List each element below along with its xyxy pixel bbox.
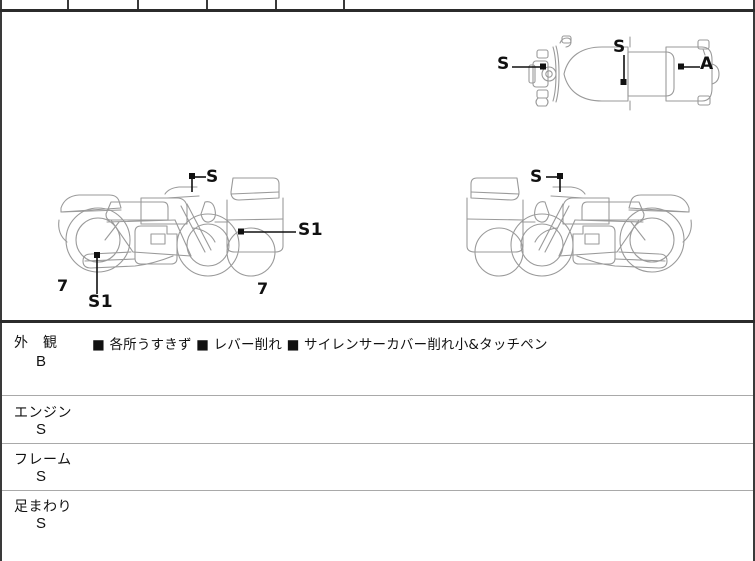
header-divider (0, 0, 2, 10)
grade-value-frame: S (36, 468, 47, 485)
condition-row-frame: フレーム S (0, 443, 755, 490)
row-left-border (0, 443, 2, 490)
grade-value-engine: S (36, 421, 47, 438)
callout-left-S: S (206, 167, 219, 187)
callout-leader-left-S1-silencer (94, 252, 100, 294)
grade-value-exterior: B (36, 353, 47, 370)
row-divider (0, 443, 755, 444)
row-left-border (0, 490, 2, 561)
callout-leader-left-S1-pannier (238, 228, 296, 235)
condition-rows: 外 観 B ■ 各所うすきず ■ レバー削れ ■ サイレンサーカバー削れ小&タッ… (0, 320, 755, 561)
row-right-border (753, 443, 755, 490)
row-right-border (753, 323, 755, 395)
header-divider (206, 0, 208, 10)
callout-left-7-front: 7 (57, 276, 69, 295)
callout-leader-top-center (620, 55, 627, 85)
category-label-exterior: 外 観 (14, 335, 58, 351)
row-divider (0, 395, 755, 396)
condition-row-suspension: 足まわり S (0, 490, 755, 561)
truncated-header-strip (0, 0, 755, 10)
header-divider (753, 0, 755, 10)
callout-leader-top-left (512, 63, 546, 70)
callout-leader-right-S (546, 173, 563, 192)
category-label-suspension: 足まわり (14, 499, 72, 515)
callout-top-right-A: A (700, 54, 714, 74)
row-right-border (753, 395, 755, 443)
row-divider (0, 490, 755, 491)
panel-right-border (753, 12, 755, 320)
callout-left-S1-pannier: S1 (298, 220, 324, 240)
callout-right-S: S (530, 167, 543, 187)
category-label-engine: エンジン (14, 405, 72, 421)
row-left-border (0, 395, 2, 443)
callout-top-left-S: S (497, 54, 510, 74)
panel-left-border (0, 12, 2, 320)
header-bottom-rule (0, 9, 755, 12)
callout-leader-top-right (678, 63, 700, 70)
rows-top-rule (0, 320, 755, 323)
notes-text-exterior: ■ 各所うすきず ■ レバー削れ ■ サイレンサーカバー削れ小&タッチペン (92, 337, 548, 353)
category-label-frame: フレーム (14, 452, 72, 468)
callout-left-7-rear: 7 (257, 279, 269, 298)
grade-value-suspension: S (36, 515, 47, 532)
motorcycle-top-view (520, 34, 720, 114)
header-divider (137, 0, 139, 10)
callout-leader-left-S (189, 173, 206, 192)
row-right-border (753, 490, 755, 561)
callout-top-center-S: S (613, 37, 626, 57)
condition-row-engine: エンジン S (0, 395, 755, 443)
condition-diagram-panel: S S A (0, 12, 755, 320)
condition-row-exterior: 外 観 B ■ 各所うすきず ■ レバー削れ ■ サイレンサーカバー削れ小&タッ… (0, 323, 755, 395)
callout-left-S1-silencer: S1 (88, 292, 114, 312)
row-left-border (0, 323, 2, 395)
motorcycle-left-side-view (55, 160, 300, 290)
header-divider (275, 0, 277, 10)
header-divider (343, 0, 345, 10)
header-divider (67, 0, 69, 10)
motorcycle-right-side-view (450, 160, 695, 290)
